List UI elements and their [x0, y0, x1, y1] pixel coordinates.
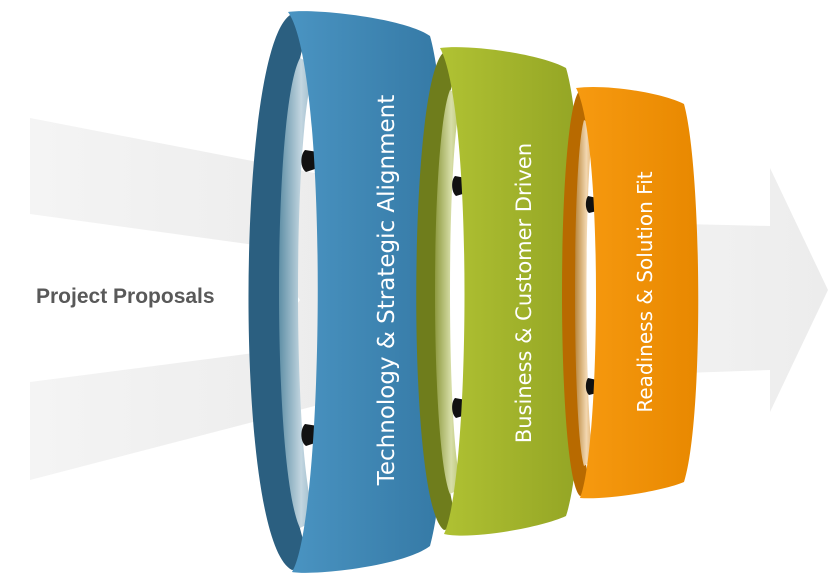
stage-2-label: Business & Customer Driven: [512, 142, 536, 444]
stage-1-ring: [248, 11, 449, 573]
stage-1-label: Technology & Strategic Alignment: [374, 94, 400, 486]
stage-3-ring: [562, 86, 699, 499]
stage-3-label: Readiness & Solution Fit: [633, 171, 657, 413]
project-proposals-label: Project Proposals: [36, 285, 215, 308]
stage-2-ring: [416, 47, 584, 536]
